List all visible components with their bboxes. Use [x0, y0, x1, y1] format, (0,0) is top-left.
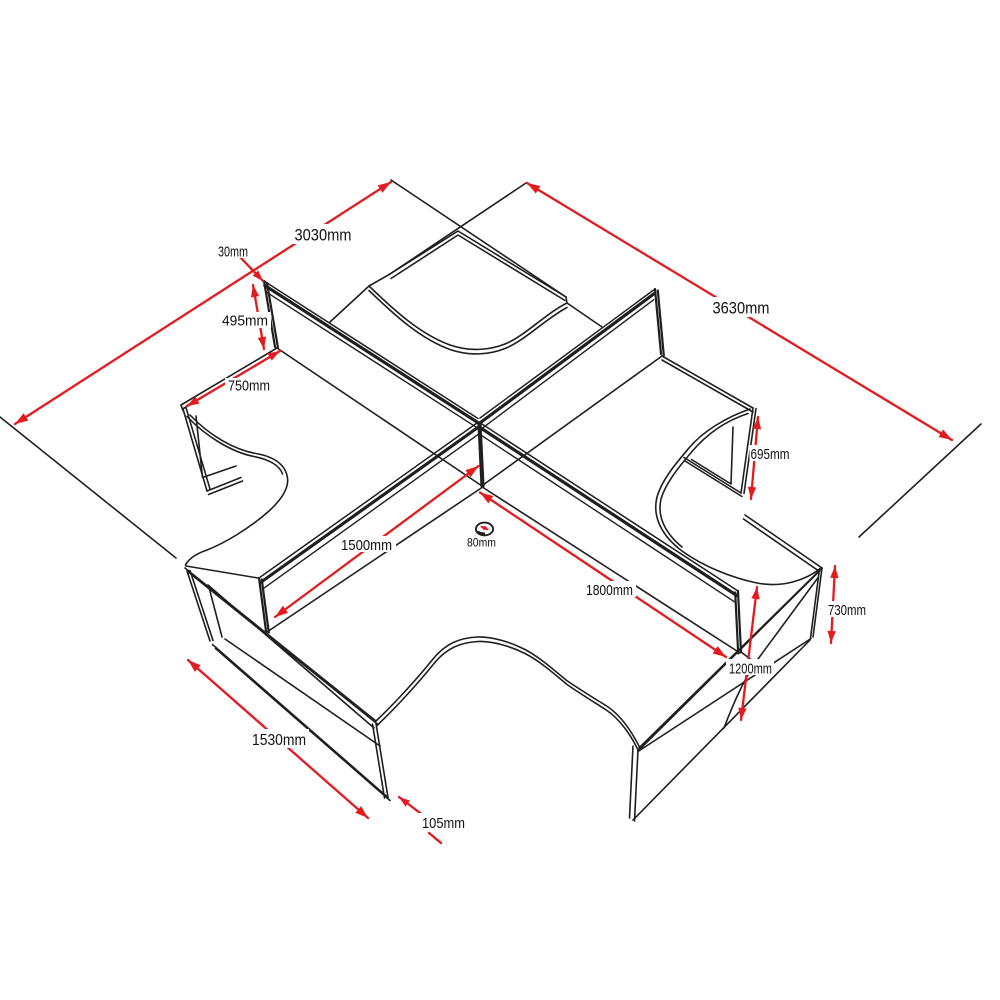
svg-text:80mm: 80mm: [467, 538, 496, 550]
svg-text:3630mm: 3630mm: [713, 300, 770, 318]
svg-text:1200mm: 1200mm: [729, 661, 772, 678]
svg-text:730mm: 730mm: [828, 602, 866, 619]
svg-text:1800mm: 1800mm: [586, 582, 633, 599]
svg-text:495mm: 495mm: [222, 313, 268, 330]
svg-text:1500mm: 1500mm: [341, 537, 392, 554]
svg-text:3030mm: 3030mm: [295, 227, 352, 245]
svg-text:1530mm: 1530mm: [252, 732, 306, 749]
svg-text:30mm: 30mm: [218, 244, 248, 261]
svg-text:750mm: 750mm: [228, 378, 270, 395]
svg-text:105mm: 105mm: [422, 815, 465, 832]
svg-text:695mm: 695mm: [751, 446, 790, 463]
